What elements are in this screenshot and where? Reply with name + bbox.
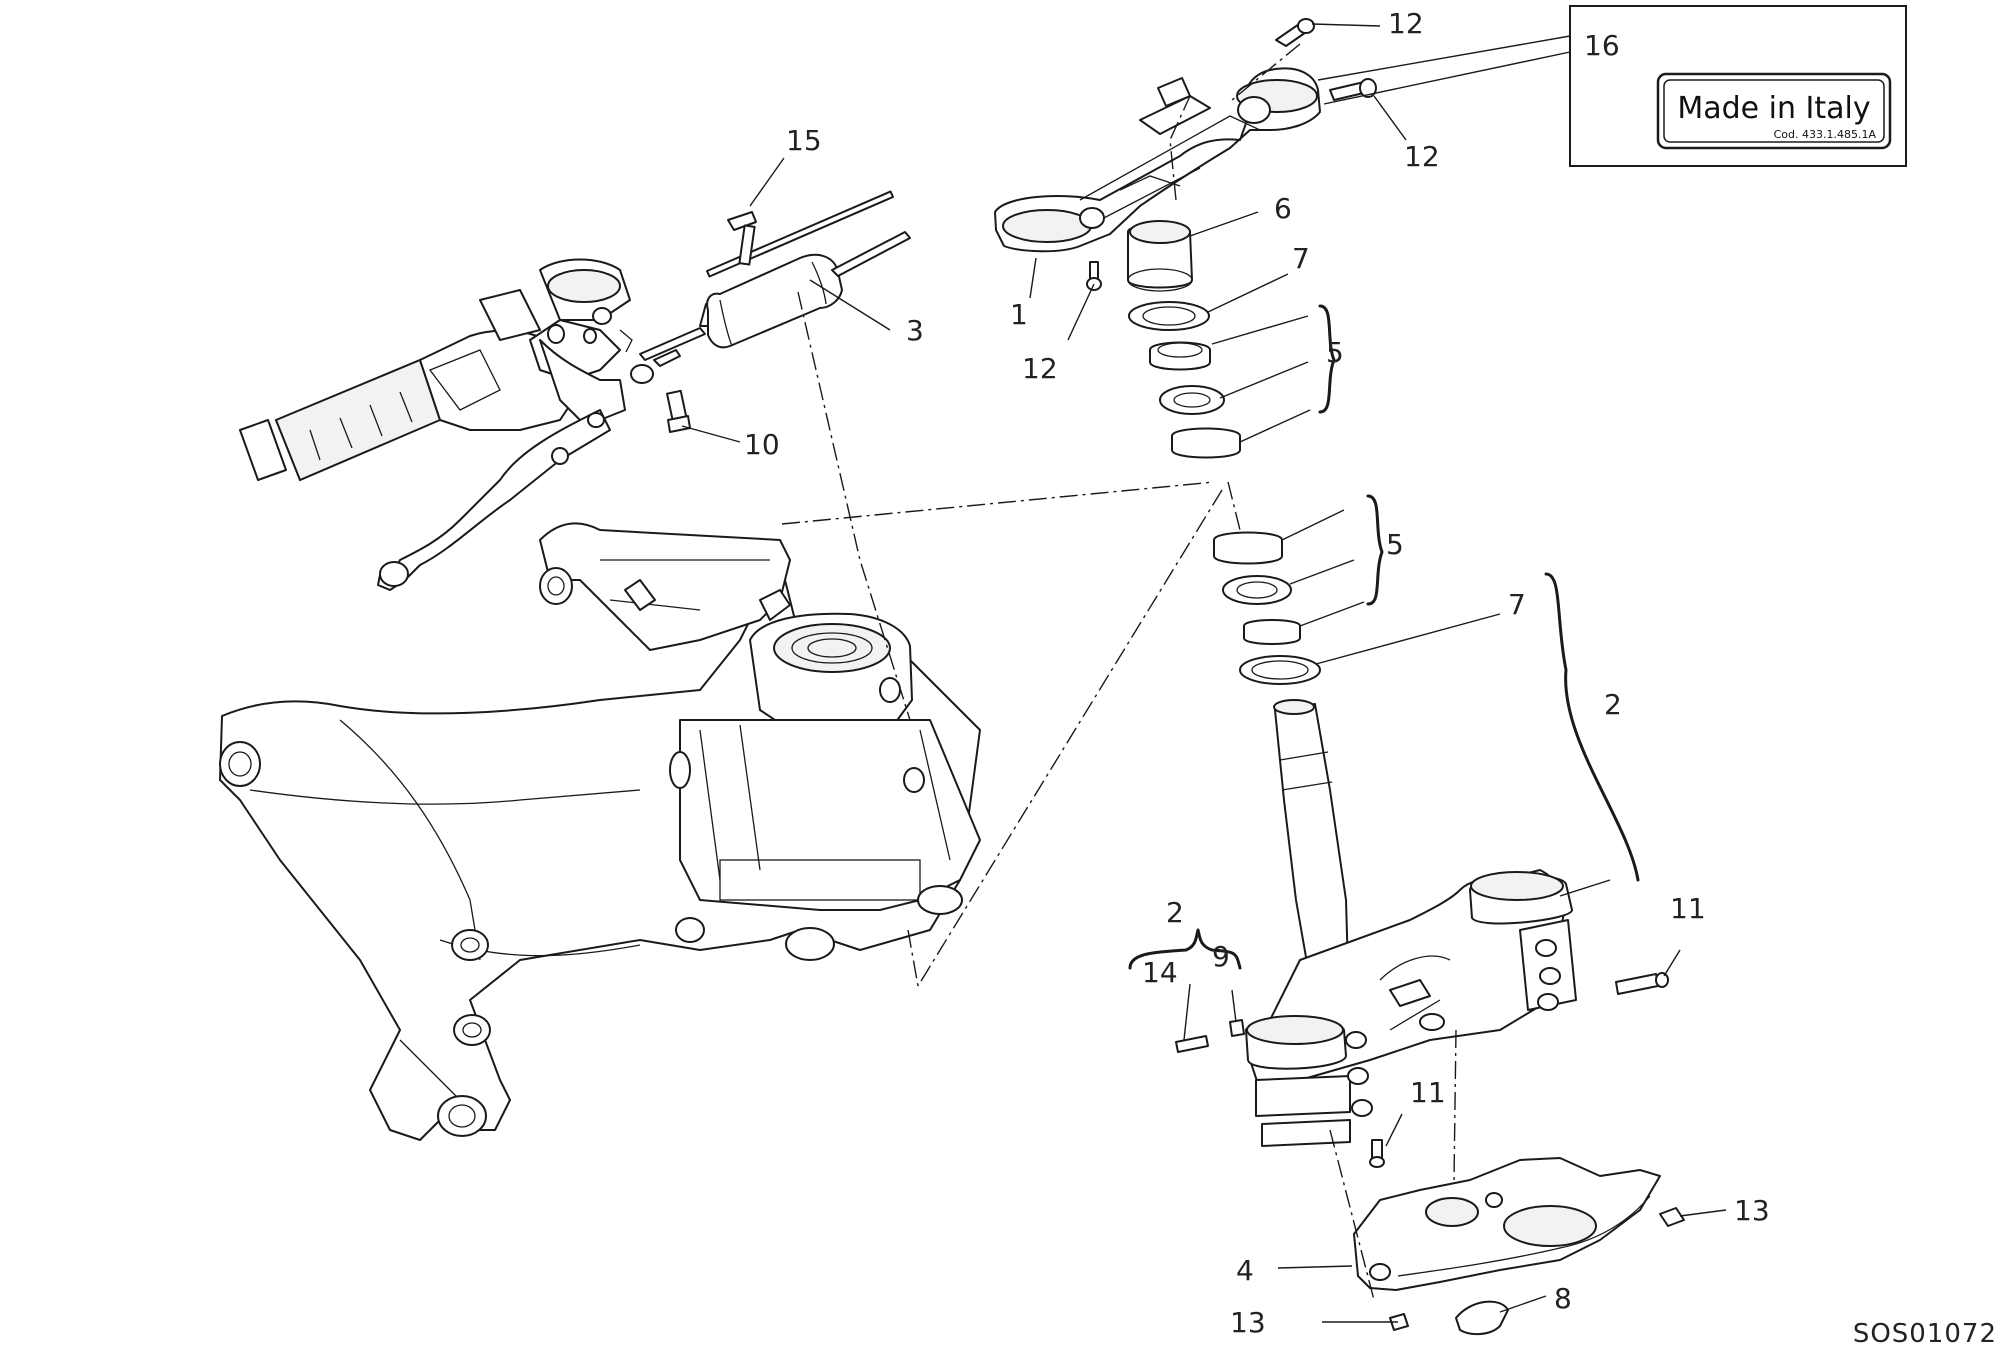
main-frame bbox=[219, 522, 981, 1141]
callout-10: 10 bbox=[744, 428, 780, 461]
callout-3: 3 bbox=[906, 314, 924, 347]
label-plate-title: Made in Italy bbox=[1677, 91, 1870, 126]
callout-5-top: 5 bbox=[1326, 336, 1344, 369]
steering-stem-lower-clamp bbox=[1245, 699, 1577, 1147]
lower-cover-plate bbox=[1353, 1157, 1661, 1291]
leader-lines bbox=[681, 23, 1727, 1323]
screws-12 bbox=[1086, 18, 1377, 291]
assembly-chain-lines bbox=[781, 43, 1457, 1301]
callout-11-right: 11 bbox=[1670, 892, 1706, 925]
callout-labels: 12 16 12 6 7 5 1 12 15 3 10 5 7 2 2 14 9… bbox=[744, 7, 1770, 1339]
steering-damper bbox=[630, 190, 911, 433]
callout-7-top: 7 bbox=[1292, 242, 1310, 275]
callout-15: 15 bbox=[786, 124, 822, 157]
fasteners-13-cap-8 bbox=[1389, 1207, 1685, 1336]
callout-2-left: 2 bbox=[1166, 896, 1184, 929]
callout-4: 4 bbox=[1236, 1254, 1254, 1287]
callout-12-top: 12 bbox=[1388, 7, 1424, 40]
callout-16: 16 bbox=[1584, 29, 1620, 62]
callout-13-right: 13 bbox=[1734, 1194, 1770, 1227]
screws-14-9-11 bbox=[1175, 972, 1669, 1168]
callout-8: 8 bbox=[1554, 1282, 1572, 1315]
callout-12-right: 12 bbox=[1404, 140, 1440, 173]
upper-triple-clamp bbox=[994, 67, 1321, 253]
lower-bearing-stack bbox=[1213, 531, 1321, 685]
callout-5-bottom: 5 bbox=[1386, 528, 1404, 561]
label-plate-box: Made in Italy Cod. 433.1.485.1A bbox=[1569, 5, 1907, 167]
callout-13-bottom: 13 bbox=[1230, 1306, 1266, 1339]
callout-12-left: 12 bbox=[1022, 352, 1058, 385]
callout-2-top: 2 bbox=[1604, 688, 1622, 721]
label-plate-code: Cod. 433.1.485.1A bbox=[1774, 128, 1877, 141]
callout-11-bottom: 11 bbox=[1410, 1076, 1446, 1109]
grouping-braces bbox=[1128, 304, 1640, 970]
callout-14: 14 bbox=[1142, 956, 1178, 989]
callout-6: 6 bbox=[1274, 192, 1292, 225]
callout-1: 1 bbox=[1010, 298, 1028, 331]
callout-9: 9 bbox=[1212, 940, 1230, 973]
diagram-code: SOS01072 bbox=[1853, 1319, 1997, 1349]
ring-nut bbox=[1127, 220, 1193, 292]
upper-bearing-stack bbox=[1128, 301, 1241, 459]
handlebar-lever-assembly bbox=[239, 258, 633, 591]
callout-7-bottom: 7 bbox=[1508, 588, 1526, 621]
